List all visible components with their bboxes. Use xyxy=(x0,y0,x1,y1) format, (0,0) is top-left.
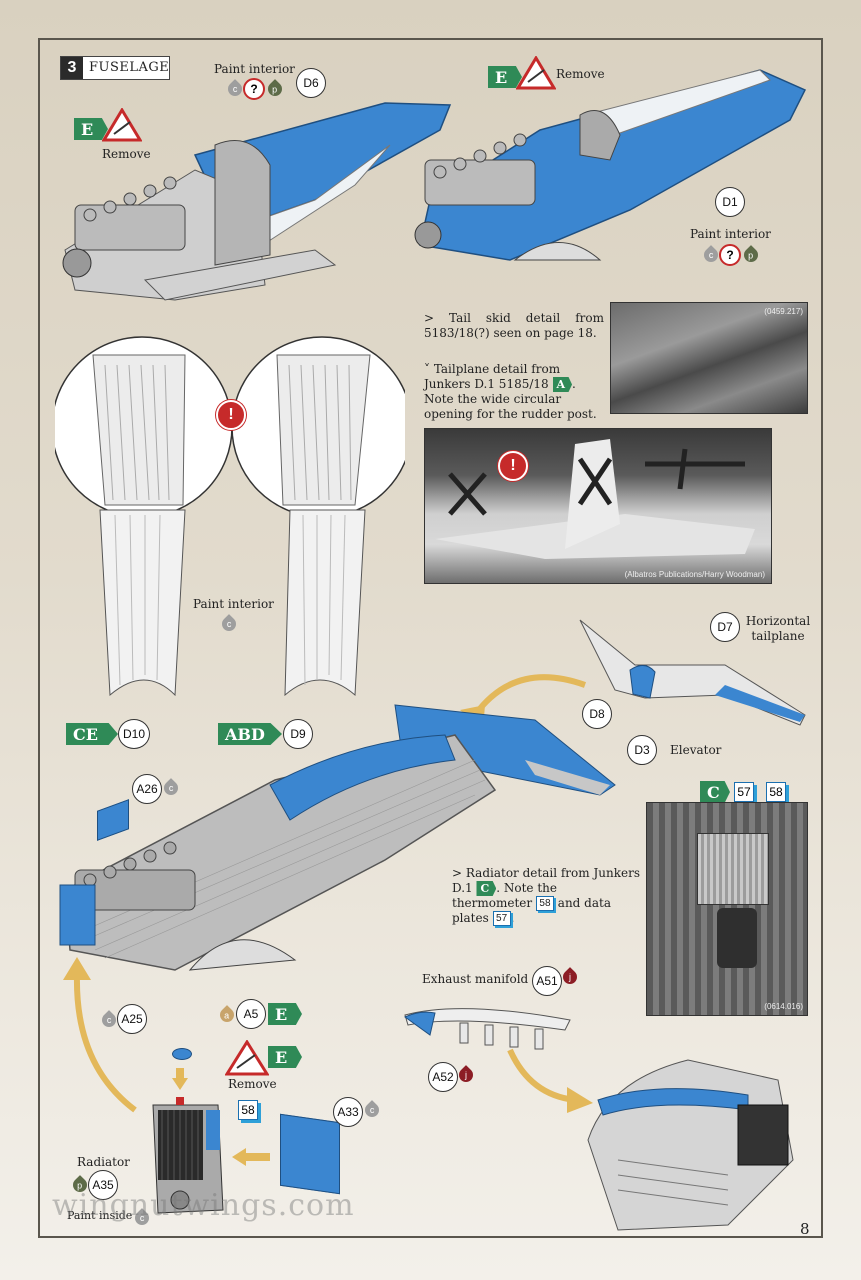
step-title: FUSELAGE xyxy=(89,60,170,75)
radiator-caption-a: > Radiator detail from Junkers D.1 xyxy=(452,866,640,895)
paint-interior-label-mid: Paint interior xyxy=(193,597,274,611)
photo1-code: (0459.217) xyxy=(764,307,803,316)
left-arrow-a33 xyxy=(232,1148,270,1166)
assembly-arrow-exhaust xyxy=(507,1048,593,1113)
part-a51: A51 xyxy=(532,966,562,996)
fuselage-halves-detail xyxy=(55,336,405,697)
radiator-label: Radiator xyxy=(77,1155,130,1169)
detail-warning-icon: ! xyxy=(216,400,246,430)
down-arrow-a5 xyxy=(172,1068,188,1090)
remove-label-left: Remove xyxy=(102,147,151,161)
horizontal-tailplane-label: Horizontal tailplane xyxy=(745,614,811,643)
tag-c-inline: C xyxy=(476,881,497,896)
tailplane-photo-shapes xyxy=(435,439,755,559)
part-a25: A25 xyxy=(117,1004,147,1034)
exhaust-manifold-label: Exhaust manifold xyxy=(422,972,529,986)
fuselage-exterior-illustration xyxy=(414,69,807,261)
radiator-photo-pipe xyxy=(717,908,757,968)
part-d1: D1 xyxy=(715,187,745,217)
part-d3: D3 xyxy=(627,735,657,765)
fuselage-interior-illustration xyxy=(62,102,452,301)
main-fuselage-illustration xyxy=(59,704,616,971)
part-d6: D6 xyxy=(296,68,326,98)
part-a52: A52 xyxy=(428,1062,458,1092)
part-a33-piece xyxy=(280,1113,340,1195)
part-57-inline: 57 xyxy=(492,911,511,926)
radiator-caption-b: . Note the thermometer xyxy=(452,881,557,910)
part-58-radiator: 58 xyxy=(238,1100,258,1120)
photo3-code: (0614.016) xyxy=(764,1002,803,1011)
part-a26: A26 xyxy=(132,774,162,804)
tag-e-remove: E xyxy=(268,1046,302,1068)
tag-e-right: E xyxy=(488,66,522,88)
paint-interior-label-right: Paint interior xyxy=(690,227,771,241)
tailplane-caption-b: . Note the wide circular opening for the… xyxy=(424,377,597,421)
tag-ce: CE xyxy=(66,723,118,745)
tail-skid-caption: > Tail skid detail from 5183/18(?) seen … xyxy=(424,311,604,340)
part-58-inline: 58 xyxy=(535,896,554,911)
photo-warning-icon: ! xyxy=(498,451,528,481)
tailplane-photo: ! (Albatros Publications/Harry Woodman) xyxy=(424,428,772,584)
part-d10: D10 xyxy=(118,719,150,749)
paint-question-icon-right: ? xyxy=(719,244,741,266)
step-number: 3 xyxy=(61,57,83,79)
remove-warning-icon-right xyxy=(516,56,556,90)
tailplane-caption-a: ˅ Tailplane detail from Junkers D.1 5185… xyxy=(424,362,561,391)
remove-label-right: Remove xyxy=(556,67,605,81)
part-a33: A33 xyxy=(333,1097,363,1127)
tag-a-inline: A xyxy=(552,377,573,392)
part-a35: A35 xyxy=(88,1170,118,1200)
radiator-photo: (0614.016) xyxy=(646,802,808,1016)
page-frame xyxy=(38,38,823,1238)
elevator-label: Elevator xyxy=(670,743,722,757)
part-57-box: 57 xyxy=(734,782,754,802)
watermark: wingnutwings.com xyxy=(52,1188,355,1223)
up-arrow-radiator xyxy=(63,957,137,1113)
exhaust-manifold-illustration xyxy=(404,1008,571,1050)
page-number: 8 xyxy=(800,1220,810,1238)
remove-warning-icon xyxy=(102,108,142,142)
tag-c: C xyxy=(700,781,730,803)
step-header: 3 FUSELAGE xyxy=(60,56,170,80)
radiator-caption: > Radiator detail from Junkers D.1 C. No… xyxy=(452,866,640,926)
radiator-illustration xyxy=(152,1097,224,1214)
part-58-box: 58 xyxy=(766,782,786,802)
radiator-photo-body xyxy=(697,833,769,905)
engine-closeup-illustration xyxy=(587,1059,794,1231)
photo2-credit: (Albatros Publications/Harry Woodman) xyxy=(624,570,765,579)
paint-inside-label: Paint inside xyxy=(67,1209,133,1222)
remove-warning-icon-a5 xyxy=(225,1040,269,1076)
part-a5: A5 xyxy=(236,999,266,1029)
paint-interior-label-top: Paint interior xyxy=(214,62,295,76)
tail-skid-photo: (0459.217) xyxy=(610,302,808,414)
part-d9: D9 xyxy=(283,719,313,749)
horizontal-tailplane-illustration xyxy=(579,619,806,726)
part-d7: D7 xyxy=(710,612,740,642)
radiator-caption-c: and data plates xyxy=(452,896,611,925)
tag-e-a5: E xyxy=(268,1003,302,1025)
part-a5-piece xyxy=(172,1048,192,1060)
part-d8: D8 xyxy=(582,699,612,729)
tag-e-left: E xyxy=(74,118,108,140)
remove-label-a5: Remove xyxy=(228,1077,277,1091)
tailplane-caption: ˅ Tailplane detail from Junkers D.1 5185… xyxy=(424,362,604,422)
paint-question-icon: ? xyxy=(243,78,265,100)
tag-abd: ABD xyxy=(218,723,282,745)
